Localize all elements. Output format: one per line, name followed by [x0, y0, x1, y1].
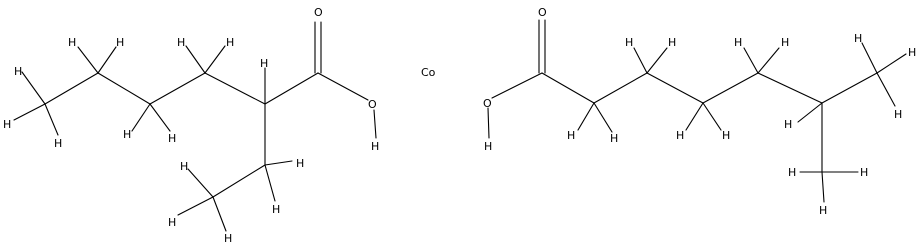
bond-oh-h [487, 107, 490, 139]
bond-c2-c3 [97, 72, 151, 105]
h-bond [876, 53, 907, 74]
atom-h-hydroxyl: H [371, 140, 379, 153]
h-bond [97, 46, 117, 74]
bond-c7-c8 [212, 164, 266, 198]
bond-c4-c5 [204, 72, 266, 105]
h-bond [743, 47, 759, 74]
h-bond [131, 103, 151, 132]
atom-h: H [224, 232, 232, 245]
bond-c1-oh [491, 72, 543, 99]
atom-cobalt: Co [421, 66, 436, 79]
atom-h: H [625, 36, 633, 49]
atom-o-hydroxyl: O [368, 98, 377, 111]
atom-h: H [734, 36, 742, 49]
bond-c6-c7 [821, 72, 878, 104]
h-bond [685, 102, 704, 131]
atom-h: H [894, 108, 902, 121]
molecule-6-methylheptanoic-acid: O O H H H H H H H H H H H H H H H H [483, 6, 916, 217]
bond-oh-h [373, 109, 377, 139]
h-bond [757, 47, 780, 74]
h-bond [185, 45, 206, 74]
h-bond [44, 103, 59, 136]
h-bond [797, 102, 823, 123]
atom-o-hydroxyl: O [483, 97, 492, 110]
atom-h: H [668, 36, 676, 49]
atom-h-hydroxyl: H [484, 140, 492, 153]
h-bond [212, 196, 227, 232]
h-bond [633, 47, 648, 74]
h-bond [149, 103, 171, 132]
atom-h: H [116, 36, 124, 49]
atom-h: H [854, 32, 862, 45]
bond-c5-c6 [264, 72, 319, 105]
h-bond [264, 160, 293, 166]
atom-h: H [860, 166, 868, 179]
h-bond [21, 71, 46, 105]
h-bond [876, 72, 896, 107]
atom-h: H [226, 36, 234, 49]
h-bond [177, 196, 214, 216]
atom-h: H [3, 118, 11, 131]
atom-h: H [296, 157, 304, 170]
bond-c2-c3 [593, 72, 648, 104]
atom-h: H [722, 129, 730, 142]
atom-h: H [168, 216, 176, 229]
atom-h: H [676, 129, 684, 142]
atom-o-carbonyl: O [314, 6, 323, 19]
atom-h: H [819, 204, 827, 217]
atom-h: H [54, 137, 62, 150]
atom-h: H [168, 132, 176, 145]
h-bond [577, 102, 595, 131]
atom-h: H [14, 65, 22, 78]
h-bond [702, 102, 722, 131]
h-bond [861, 42, 878, 74]
atom-h: H [788, 166, 796, 179]
atom-h: H [784, 118, 792, 131]
atom-h: H [567, 129, 575, 142]
h-bond [821, 171, 825, 203]
atom-h: H [610, 132, 618, 145]
atom-h: H [180, 160, 188, 173]
bond-c3-c4 [149, 72, 206, 105]
bond-c5-c6 [757, 72, 823, 104]
h-bond [187, 168, 214, 198]
atom-h: H [123, 128, 131, 141]
h-bond [593, 102, 613, 133]
h-bond [13, 103, 46, 121]
atom-h: H [260, 57, 268, 70]
atom-h: H [177, 36, 185, 49]
bond-c1-c2 [44, 72, 99, 105]
bond-c6-oh [317, 72, 369, 101]
h-bond [204, 45, 226, 74]
h-bond [646, 47, 668, 74]
bond-c1-c2 [541, 72, 595, 104]
atom-o-carbonyl: O [538, 6, 547, 19]
atom-h: H [68, 36, 76, 49]
bond-c4-c5 [702, 72, 759, 104]
h-bond [77, 46, 99, 74]
atom-h: H [781, 36, 789, 49]
bond-c3-c4 [646, 72, 704, 104]
atom-h: H [908, 46, 916, 59]
h-bond [264, 164, 276, 202]
molecule-2-ethylhexanoic-acid: O O H H H H H H H H H H H H H H H H [3, 6, 379, 245]
atom-h: H [272, 203, 280, 216]
